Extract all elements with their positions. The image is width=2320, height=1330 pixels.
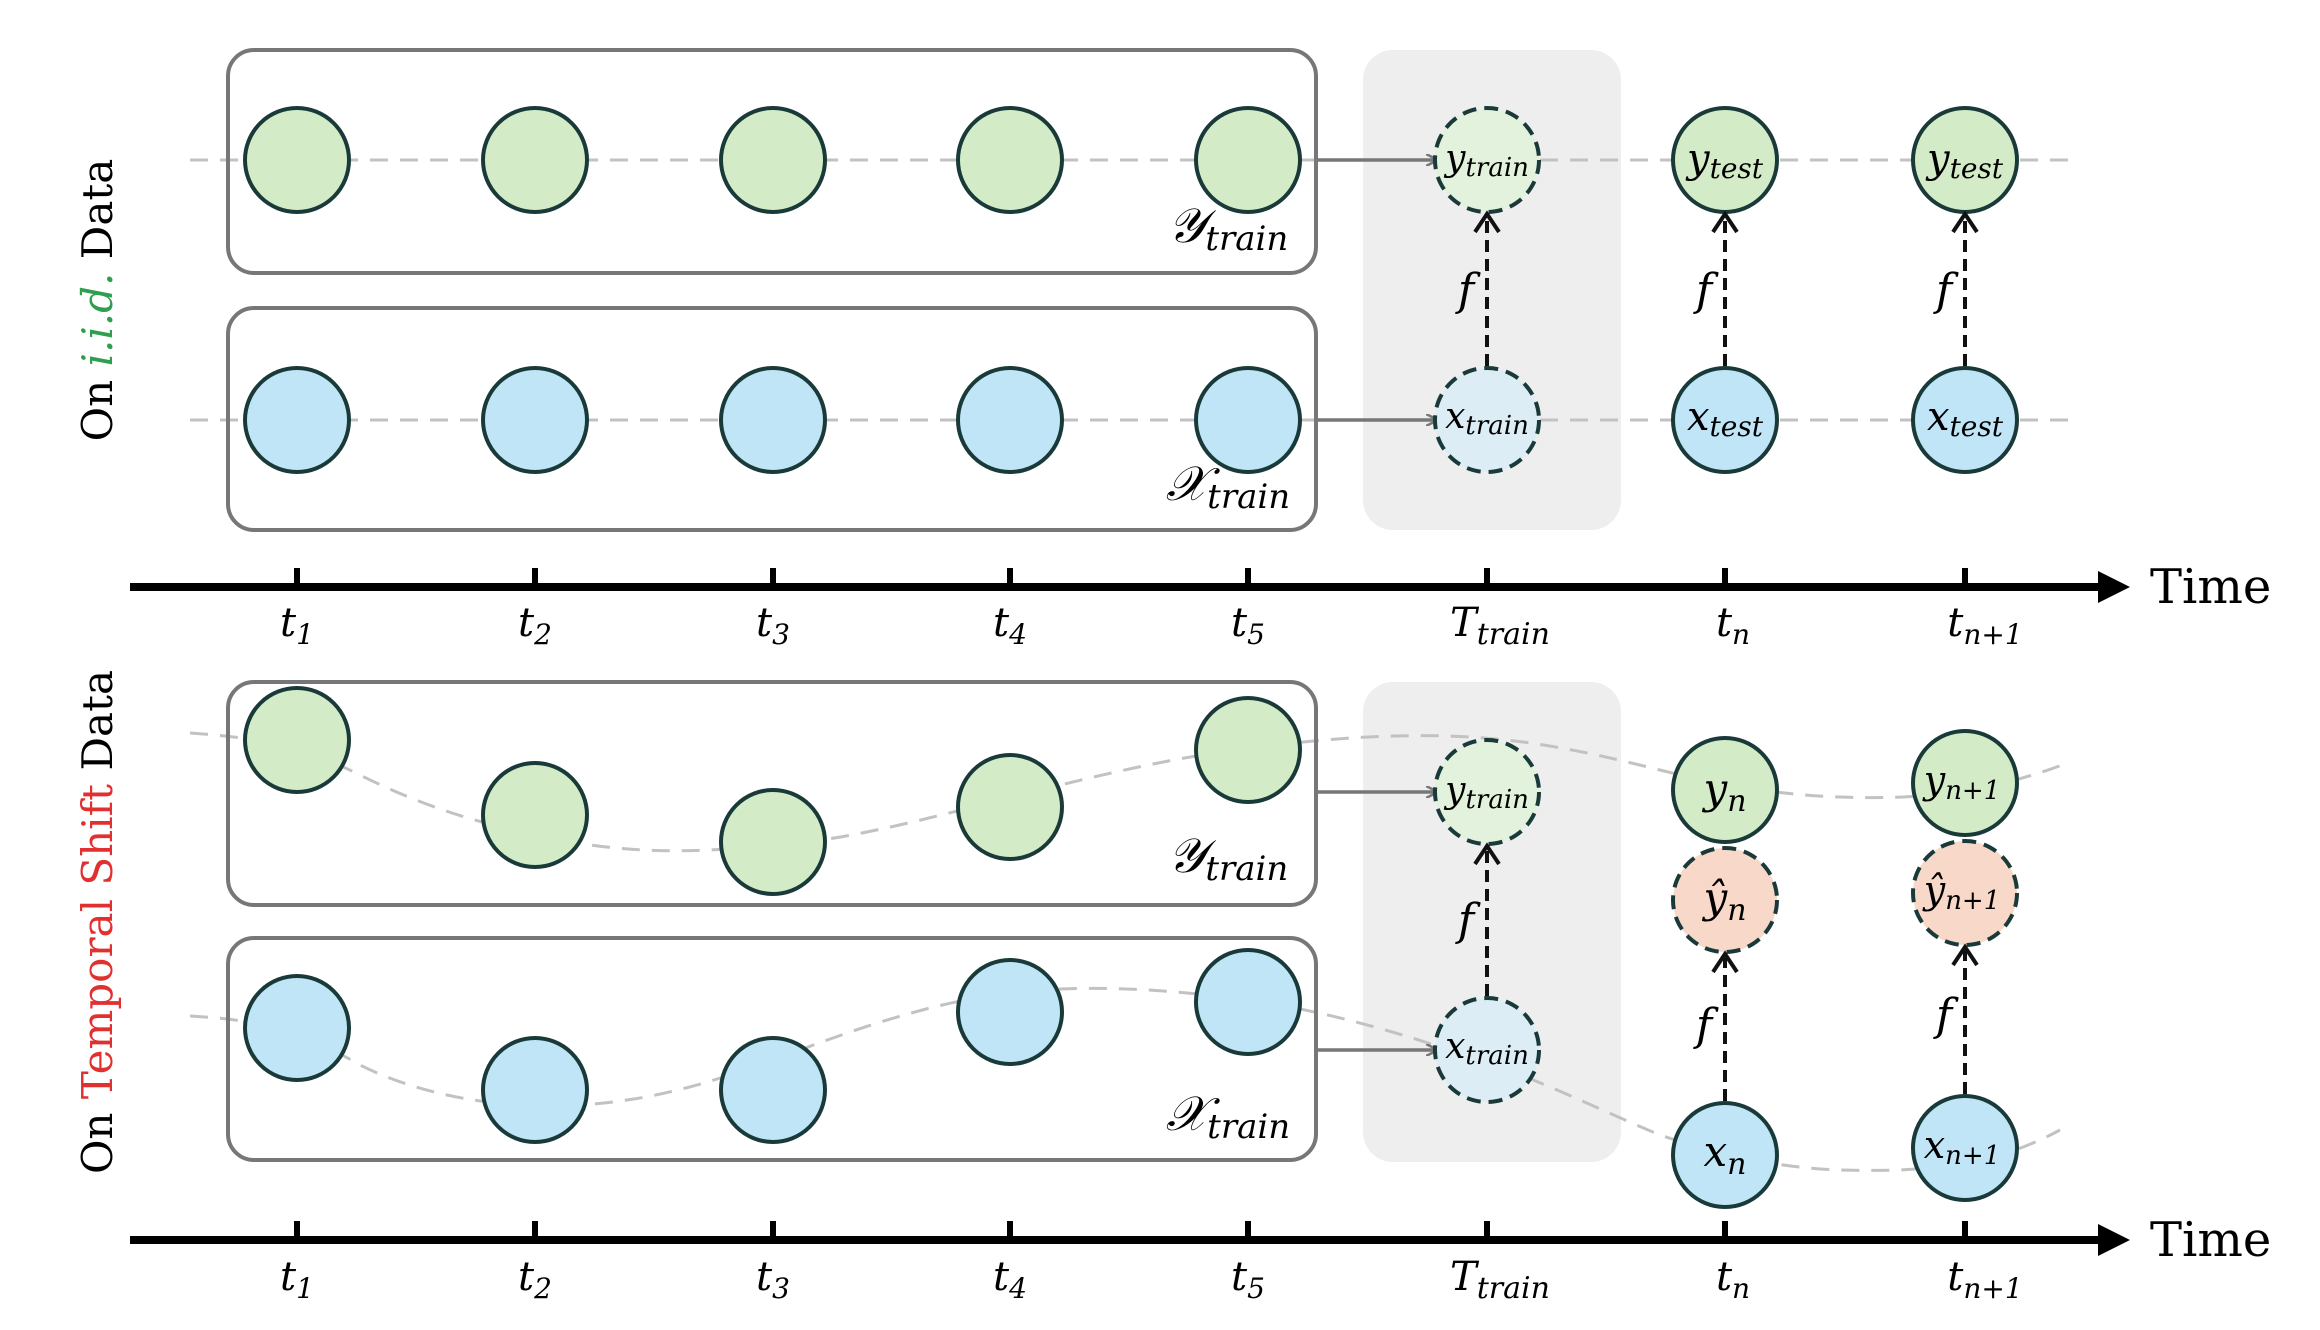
x-test-label-tn: xtest: [1687, 394, 1764, 443]
x-train-node: [1433, 366, 1541, 474]
y-node-tn-shift: [1671, 736, 1779, 844]
y-node-t3-shift: [719, 788, 827, 896]
y-train-node: [1433, 106, 1541, 214]
f-arrow-tn1-shift: [1951, 943, 1979, 1094]
y-label-tn-shift: yn: [1701, 764, 1746, 819]
yhat-node-tn1: [1911, 839, 2019, 947]
time-label-iid: Time: [2150, 559, 2271, 615]
tick-label-t2-shift: t2: [518, 1254, 552, 1305]
x-label-tn-shift: xn: [1703, 1127, 1746, 1182]
y-train-node-label: ytrain: [1443, 138, 1529, 183]
tick-label-tn-shift: tn: [1716, 1254, 1750, 1305]
tick-label-tn1-shift: tn+1: [1947, 1254, 2022, 1305]
tick-label-t3: t3: [756, 600, 790, 651]
tick-label-t2: t2: [518, 600, 552, 651]
x-label-tn1-shift: xn+1: [1924, 1123, 2001, 1171]
x-test-node-tn: [1671, 366, 1779, 474]
x-node-t5: [1194, 366, 1302, 474]
x-train-node-label-shift: xtrain: [1445, 1026, 1529, 1071]
f-label-tn: f: [1693, 265, 1719, 316]
y-test-label-tn: ytest: [1685, 136, 1764, 185]
tick-label-t1-shift: t1: [280, 1254, 314, 1305]
temporal-shift-panel: On Temporal Shift Data 𝒴train 𝒳train ytr…: [73, 670, 2271, 1306]
tick-label-tn: tn: [1716, 600, 1750, 651]
tick-label-t1: t1: [280, 600, 314, 651]
x-node-t4-shift: [956, 958, 1064, 1066]
y-train-node-shift: [1433, 738, 1541, 846]
x-node-t2-shift: [481, 1036, 589, 1144]
tick-label-t5: t5: [1231, 600, 1265, 651]
y-test-label-tn1: ytest: [1925, 136, 2004, 185]
f-arrow-train-shift: [1473, 842, 1501, 996]
y-node-t3: [719, 106, 827, 214]
f-label-tn1-shift: f: [1933, 990, 1959, 1041]
x-node-t3: [719, 366, 827, 474]
yhat-label-tn1: ŷn+1: [1922, 868, 2001, 916]
time-axis-iid: [130, 568, 2130, 603]
y-node-t2-shift: [481, 761, 589, 869]
x-node-t5-shift: [1194, 948, 1302, 1056]
f-arrow-tn1: [1951, 210, 1979, 366]
x-train-node-shift: [1433, 996, 1541, 1104]
f-arrow-tn: [1711, 210, 1739, 366]
f-label-tn1: f: [1933, 265, 1959, 316]
train-background: [1363, 50, 1621, 530]
iid-row-label: On i.i.d. Data: [73, 159, 122, 442]
x-node-tn1-shift: [1911, 1094, 2019, 1202]
x-test-label-tn1: xtest: [1927, 394, 2004, 443]
x-trend-curve: [189, 986, 2061, 1172]
time-label-shift: Time: [2150, 1212, 2271, 1268]
y-node-tn1-shift: [1911, 729, 2019, 837]
yhat-label-tn: ŷn: [1701, 873, 1746, 928]
y-node-t1-shift: [243, 686, 351, 794]
y-train-set-label-shift: 𝒴train: [1168, 828, 1289, 889]
yhat-node-tn: [1671, 846, 1779, 954]
x-node-t2: [481, 366, 589, 474]
x-node-t4: [956, 366, 1064, 474]
y-node-t4-shift: [956, 753, 1064, 861]
y-label-tn1-shift: yn+1: [1922, 758, 2001, 806]
y-trend-curve: [189, 731, 2071, 853]
x-train-set-label: 𝒳train: [1166, 456, 1290, 517]
tick-label-t4: t4: [993, 600, 1027, 651]
time-axis-shift: [130, 1221, 2130, 1256]
tick-label-ttrain-shift: Ttrain: [1450, 1254, 1550, 1306]
f-label-tn-shift: f: [1693, 1000, 1719, 1051]
x-train-node-label: xtrain: [1445, 396, 1529, 441]
x-train-set-label-shift: 𝒳train: [1166, 1086, 1290, 1147]
shift-row-label: On Temporal Shift Data: [73, 670, 122, 1174]
tick-label-ttrain: Ttrain: [1450, 600, 1550, 652]
x-node-t1: [243, 366, 351, 474]
tick-label-t5-shift: t5: [1231, 1254, 1265, 1305]
x-node-t1-shift: [243, 974, 351, 1082]
y-node-t2: [481, 106, 589, 214]
tick-label-t4-shift: t4: [993, 1254, 1027, 1305]
iid-panel: On i.i.d. Data 𝒴train 𝒳train ytrain xtr: [73, 48, 2271, 652]
y-node-t4: [956, 106, 1064, 214]
x-test-node-tn1: [1911, 366, 2019, 474]
x-node-tn-shift: [1671, 1101, 1779, 1209]
tick-label-t3-shift: t3: [756, 1254, 790, 1305]
tick-label-tn1: tn+1: [1947, 600, 2022, 651]
f-arrow-train: [1473, 210, 1501, 366]
y-train-node-label-shift: ytrain: [1443, 770, 1529, 815]
f-arrow-tn-shift: [1711, 950, 1739, 1101]
y-node-t1: [243, 106, 351, 214]
x-node-t3-shift: [719, 1036, 827, 1144]
y-node-t5: [1194, 106, 1302, 214]
y-node-t5-shift: [1194, 696, 1302, 804]
